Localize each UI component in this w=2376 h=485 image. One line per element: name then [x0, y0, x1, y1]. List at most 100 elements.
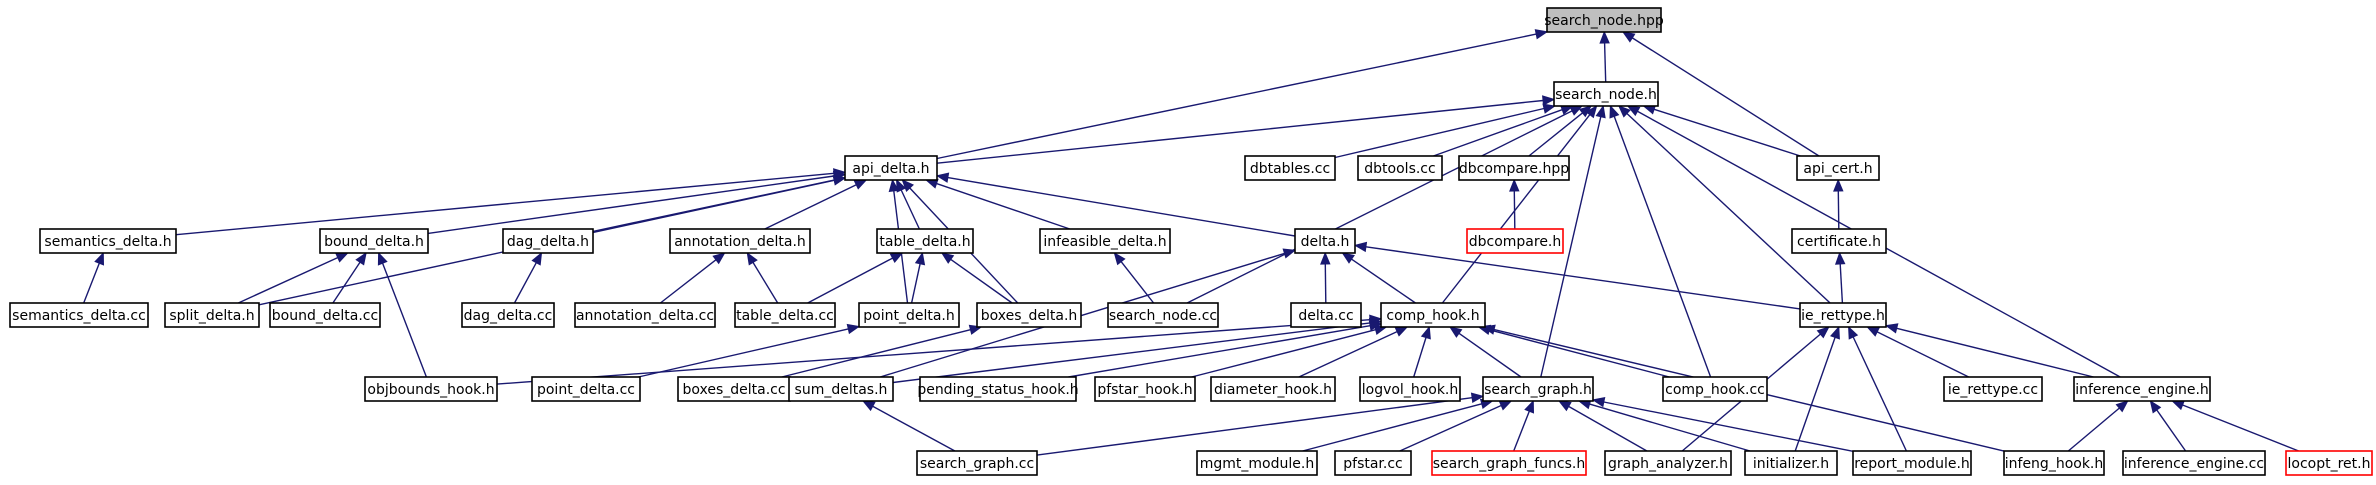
node-pfstar-cc[interactable]: pfstar.cc: [1334, 450, 1412, 476]
node-boxes-delta-cc[interactable]: boxes_delta.cc: [677, 376, 791, 402]
node-api-delta-h[interactable]: api_delta.h: [844, 155, 938, 181]
node-api-cert-h[interactable]: api_cert.h: [1796, 155, 1880, 181]
node-label: infeasible_delta.h: [1043, 234, 1166, 250]
node-label: search_graph_funcs.h: [1433, 456, 1585, 472]
node-box: [976, 302, 1082, 328]
edge-arrowhead: [1599, 30, 1610, 44]
node-label: report_module.h: [1854, 456, 1970, 472]
edge-line: [1433, 109, 1563, 157]
edge-boxes-delta-h-to-table-delta-h: [940, 252, 1013, 304]
edge-arrowhead: [1884, 323, 1899, 334]
edge-line: [910, 263, 921, 304]
node-table-delta-h[interactable]: table_delta.h: [876, 228, 974, 254]
node-search-graph-funcs-h[interactable]: search_graph_funcs.h: [1431, 450, 1587, 476]
edge-line: [1653, 108, 1801, 157]
node-dag-delta-h[interactable]: dag_delta.h: [502, 228, 594, 254]
node-dag-delta-cc[interactable]: dag_delta.cc: [461, 302, 555, 328]
node-search-node-h[interactable]: search_node.h: [1553, 81, 1659, 107]
edge-line: [175, 172, 835, 236]
node-box: [2122, 450, 2266, 476]
edge-arrowhead: [1542, 95, 1556, 106]
node-label: point_delta.h: [863, 308, 955, 324]
node-search-graph-h[interactable]: search_graph.h: [1482, 376, 1594, 402]
node-search-graph-cc[interactable]: search_graph.cc: [916, 450, 1038, 476]
node-sum-deltas-h[interactable]: sum_deltas.h: [788, 376, 894, 402]
node-comp-hook-h[interactable]: comp_hook.h: [1380, 302, 1486, 328]
node-box: [461, 302, 555, 328]
edge-ie-rettype-h-to-delta-h: [1353, 241, 1801, 310]
node-box: [9, 302, 149, 328]
node-ie-rettype-cc[interactable]: ie_rettype.cc: [1943, 376, 2043, 402]
edge-infeasible-delta-h-to-api-delta-h: [924, 178, 1071, 230]
node-dbtables-cc[interactable]: dbtables.cc: [1244, 155, 1336, 181]
node-semantics-delta-h[interactable]: semantics_delta.h: [39, 228, 177, 254]
edge-search-graph-h-to-search-node-h: [1540, 104, 1606, 378]
node-split-delta-h[interactable]: split_delta.h: [164, 302, 260, 328]
edge-line: [2067, 407, 2120, 452]
edge-search-node-h-to-search-node-hpp: [1599, 30, 1610, 83]
node-delta-h[interactable]: delta.h: [1294, 228, 1356, 254]
edge-arrowhead: [355, 251, 367, 266]
node-point-delta-h[interactable]: point_delta.h: [858, 302, 960, 328]
edge-line: [892, 322, 1371, 384]
node-dbtools-cc[interactable]: dbtools.cc: [1357, 155, 1443, 181]
node-label: boxes_delta.h: [981, 308, 1078, 324]
edge-line: [1298, 330, 1398, 378]
node-bound-delta-cc[interactable]: bound_delta.cc: [269, 302, 381, 328]
node-diameter-hook-h[interactable]: diameter_hook.h: [1210, 376, 1336, 402]
node-inference-engine-h[interactable]: inference_engine.h: [2073, 376, 2211, 402]
edge-line: [638, 328, 849, 378]
node-infeng-hook-h[interactable]: infeng_hook.h: [2003, 450, 2105, 476]
node-inference-engine-cc[interactable]: inference_engine.cc: [2122, 450, 2266, 476]
node-dbcompare-h[interactable]: dbcompare.h: [1466, 228, 1564, 254]
node-mgmt-module-h[interactable]: mgmt_module.h: [1196, 450, 1318, 476]
node-report-module-h[interactable]: report_module.h: [1852, 450, 1972, 476]
edge-arrowhead: [1834, 251, 1846, 265]
node-table-delta-cc[interactable]: table_delta.cc: [734, 302, 836, 328]
edge-point-delta-h-to-table-delta-h: [910, 251, 926, 304]
node-certificate-h[interactable]: certificate.h: [1791, 228, 1887, 254]
edge-comp-hook-cc-to-search-node-h: [1609, 104, 1712, 378]
node-label: initializer.h: [1753, 456, 1829, 472]
node-pending-status-hook-h[interactable]: pending_status_hook.h: [917, 376, 1079, 402]
edge-arrowhead: [1394, 326, 1409, 337]
edge-certificate-h-to-api-cert-h: [1833, 178, 1844, 230]
node-dbcompare-hpp[interactable]: dbcompare.hpp: [1458, 155, 1570, 181]
node-box: [1553, 81, 1659, 107]
edge-line: [872, 405, 956, 452]
node-label: dag_delta.h: [507, 234, 589, 250]
node-box: [1107, 302, 1219, 328]
edge-line: [1852, 336, 1908, 452]
node-ie-rettype-h[interactable]: ie_rettype.h: [1799, 302, 1887, 328]
node-bound-delta-h[interactable]: bound_delta.h: [319, 228, 429, 254]
node-semantics-delta-cc[interactable]: semantics_delta.cc: [9, 302, 149, 328]
edge-arrowhead: [1617, 105, 1631, 118]
node-objbounds-hook-h[interactable]: objbounds_hook.h: [364, 376, 498, 402]
node-search-node-hpp[interactable]: search_node.hpp: [1544, 7, 1664, 33]
node-box: [364, 376, 498, 402]
edge-line: [1626, 112, 1831, 304]
node-delta-cc[interactable]: delta.cc: [1290, 302, 1362, 328]
edge-arrowhead: [935, 172, 950, 183]
edge-line: [1120, 261, 1155, 304]
node-boxes-delta-h[interactable]: boxes_delta.h: [976, 302, 1082, 328]
node-locopt-ret-h[interactable]: locopt_ret.h: [2285, 450, 2373, 476]
node-annotation-delta-h[interactable]: annotation_delta.h: [669, 228, 811, 254]
node-label: search_node.h: [1555, 87, 1657, 103]
edge-line: [936, 182, 1071, 230]
node-infeasible-delta-h[interactable]: infeasible_delta.h: [1039, 228, 1171, 254]
node-comp-hook-cc[interactable]: comp_hook.cc: [1662, 376, 1768, 402]
edge-delta-cc-to-delta-h: [1320, 251, 1331, 304]
node-graph-analyzer-h[interactable]: graph_analyzer.h: [1604, 450, 1732, 476]
node-point-delta-cc[interactable]: point_delta.cc: [531, 376, 641, 402]
node-initializer-h[interactable]: initializer.h: [1744, 450, 1838, 476]
node-search-node-cc[interactable]: search_node.cc: [1107, 302, 1219, 328]
node-logvol-hook-h[interactable]: logvol_hook.h: [1359, 376, 1461, 402]
node-annotation-delta-cc[interactable]: annotation_delta.cc: [574, 302, 716, 328]
node-pfstar-hook-h[interactable]: pfstar_hook.h: [1094, 376, 1196, 402]
edge-arrowhead: [1585, 104, 1598, 119]
node-label: delta.h: [1301, 234, 1350, 250]
node-label: infeng_hook.h: [2005, 456, 2104, 472]
node-label: dbtools.cc: [1364, 161, 1435, 177]
node-box: [1482, 376, 1594, 402]
